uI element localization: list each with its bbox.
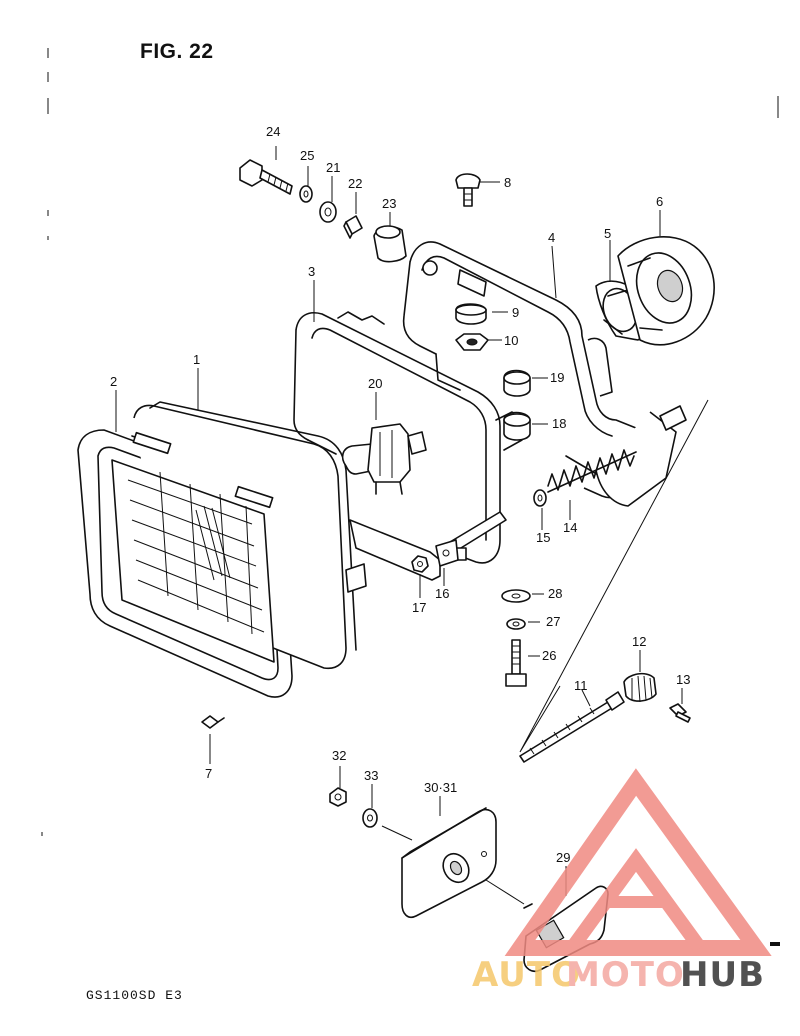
lens-pattern bbox=[127, 471, 265, 635]
callout-29: 29 bbox=[556, 850, 570, 865]
callout-8: 8 bbox=[504, 175, 511, 190]
part-20-bulb bbox=[341, 423, 427, 495]
part-30-31-plate bbox=[401, 807, 497, 919]
callout-9: 9 bbox=[512, 305, 519, 320]
callout-25: 25 bbox=[300, 148, 314, 163]
callout-4: 4 bbox=[548, 230, 555, 245]
callout-16: 16 bbox=[435, 586, 449, 601]
corner-mark bbox=[770, 942, 780, 946]
callout-27: 27 bbox=[546, 614, 560, 629]
callout-12: 12 bbox=[632, 634, 646, 649]
part-23-bushing bbox=[373, 225, 407, 263]
scan-marks bbox=[41, 48, 779, 836]
part-21-washer bbox=[319, 201, 337, 223]
callout-5: 5 bbox=[604, 226, 611, 241]
callout-33: 33 bbox=[364, 768, 378, 783]
callout-17: 17 bbox=[412, 600, 426, 615]
callout-26: 26 bbox=[542, 648, 556, 663]
callout-3: 3 bbox=[308, 264, 315, 279]
part-24-bolt bbox=[239, 159, 293, 195]
part-22-collar bbox=[343, 215, 363, 239]
callout-22: 22 bbox=[348, 176, 362, 191]
callout-13: 13 bbox=[676, 672, 690, 687]
part-13-screw bbox=[669, 703, 691, 723]
callout-6: 6 bbox=[656, 194, 663, 209]
part-14-spring bbox=[547, 449, 637, 493]
part-18-grommet bbox=[503, 411, 531, 441]
part-25-washer bbox=[299, 185, 313, 203]
callout-14: 14 bbox=[563, 520, 577, 535]
callout-2: 2 bbox=[110, 374, 117, 389]
callout-20: 20 bbox=[368, 376, 382, 391]
watermark-logo: AUTO MOTO HUB bbox=[472, 768, 772, 995]
part-15-washer bbox=[533, 489, 547, 507]
callout-30-31: 30·31 bbox=[424, 780, 457, 795]
callout-23: 23 bbox=[382, 196, 396, 211]
callout-18: 18 bbox=[552, 416, 566, 431]
part-6-cover bbox=[617, 236, 715, 346]
part-8-screw bbox=[455, 173, 481, 207]
part-33-washer bbox=[362, 808, 378, 828]
callout-28: 28 bbox=[548, 586, 562, 601]
watermark-text-moto: MOTO bbox=[566, 955, 685, 995]
watermark-text-hub: HUB bbox=[680, 955, 765, 995]
part-26-bolt bbox=[505, 639, 527, 687]
part-32-nut bbox=[329, 787, 347, 807]
callout-10: 10 bbox=[504, 333, 518, 348]
callout-7: 7 bbox=[205, 766, 212, 781]
callout-19: 19 bbox=[550, 370, 564, 385]
callout-21: 21 bbox=[326, 160, 340, 175]
watermark-text-auto: AUTO bbox=[472, 955, 581, 995]
callout-15: 15 bbox=[536, 530, 550, 545]
part-27-spring-washer bbox=[506, 618, 526, 630]
part-1-sealed-beam bbox=[111, 401, 367, 670]
part-19-grommet bbox=[503, 369, 531, 397]
figure-title: FIG. 22 bbox=[140, 40, 214, 63]
callout-11: 11 bbox=[574, 678, 588, 693]
part-17-nut bbox=[411, 555, 429, 573]
callout-1: 1 bbox=[193, 352, 200, 367]
callout-32: 32 bbox=[332, 748, 346, 763]
leader-lines bbox=[115, 146, 683, 905]
callout-24: 24 bbox=[266, 124, 280, 139]
part-28-washer bbox=[501, 589, 531, 603]
detail-separator bbox=[519, 399, 709, 753]
part-7-screw bbox=[201, 715, 225, 729]
part-16-tab bbox=[435, 539, 459, 567]
part-9-grommet bbox=[455, 303, 487, 325]
part-11-adjust-screw bbox=[519, 691, 625, 763]
model-label: GS1100SD E3 bbox=[86, 988, 183, 1003]
part-12-knob bbox=[623, 672, 657, 703]
callout-labels: 1 2 3 4 5 6 7 8 9 10 11 12 13 14 15 16 1… bbox=[110, 124, 690, 865]
